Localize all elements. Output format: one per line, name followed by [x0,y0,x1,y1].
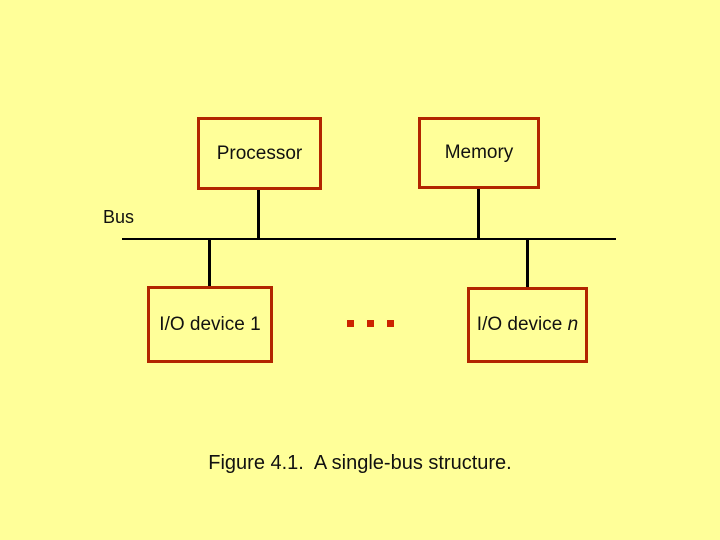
processor-label: Processor [216,142,303,164]
ellipsis-dot [387,320,394,327]
memory-label: Memory [444,142,514,163]
processor-bus-connector-line [257,190,260,238]
io-device-1-bus-connector-line [208,240,211,286]
io-device-1-box: I/O device 1 [147,286,273,363]
io-device-n-label: I/O device n [477,314,578,336]
memory-bus-connector-line [477,189,480,238]
io-device-n-box: I/O device n [467,287,588,363]
ellipsis-dot [347,320,354,327]
io-device-n-bus-connector-line [526,240,529,287]
figure-caption: Figure 4.1. A single-bus structure. [208,452,512,474]
bus-label: Bus [103,207,135,227]
io-device-1-label: I/O device 1 [159,313,261,335]
memory-box: Memory [418,117,540,189]
bus-line [122,238,616,240]
ellipsis-dots [347,320,394,327]
processor-box: Processor [197,117,322,190]
io-device-n-label-prefix: I/O device [476,314,568,335]
io-device-n-label-italic-n: n [567,314,579,335]
ellipsis-dot [367,320,374,327]
